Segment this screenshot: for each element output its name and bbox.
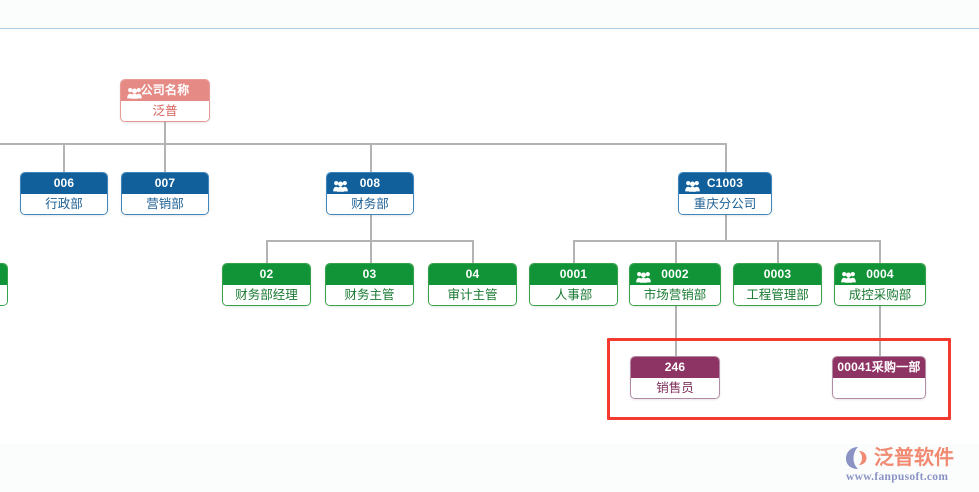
header-divider xyxy=(0,28,979,29)
watermark-brand: 泛普软件 xyxy=(874,447,954,469)
org-node-0003-name: 工程管理部 xyxy=(734,285,821,305)
people-group-icon xyxy=(841,269,856,283)
org-node-0004-name: 成控采购部 xyxy=(835,285,925,305)
org-node-007-name: 营销部 xyxy=(122,194,208,214)
org-node-006-header: 006 xyxy=(21,173,107,194)
org-node-root-header: 公司名称 xyxy=(121,80,209,101)
org-node-0003[interactable]: 0003 工程管理部 xyxy=(733,263,822,306)
org-node-C1003[interactable]: C1003 重庆分公司 xyxy=(678,172,772,215)
org-node-00041[interactable]: 00041采购一部 xyxy=(832,356,926,399)
org-node-03-header: 03 xyxy=(326,264,413,285)
org-node-246-code: 246 xyxy=(664,360,686,374)
org-node-root-name: 泛普 xyxy=(121,101,209,121)
org-node-00041-name xyxy=(833,378,925,398)
org-node-C1003-header: C1003 xyxy=(679,173,771,194)
org-node-0002-header: 0002 xyxy=(630,264,720,285)
org-node-03[interactable]: 03 财务主管 xyxy=(325,263,414,306)
org-node-00041-code: 00041采购一部 xyxy=(837,360,921,374)
org-node-246-name: 销售员 xyxy=(631,378,719,398)
org-node-006[interactable]: 006 行政部 xyxy=(20,172,108,215)
org-node-008-header: 008 xyxy=(327,173,413,194)
people-group-icon xyxy=(685,178,700,192)
top-band xyxy=(0,0,979,28)
connector-root-stem xyxy=(164,121,166,143)
people-group-icon xyxy=(127,85,142,99)
org-node-0002-code: 0002 xyxy=(661,267,689,281)
org-node-0001[interactable]: 0001 人事部 xyxy=(529,263,618,306)
connector-to-00041 xyxy=(879,305,881,356)
watermark: 泛普软件 www.fanpusoft.com xyxy=(845,441,973,488)
org-node-04-name: 审计主管 xyxy=(429,285,516,305)
org-node-C1003-code: C1003 xyxy=(706,176,744,190)
connector-to-02 xyxy=(266,240,268,263)
org-node-007-code: 007 xyxy=(154,176,176,190)
org-node-007-header: 007 xyxy=(122,173,208,194)
connector-C1003-bus xyxy=(573,240,879,242)
org-node-00041-header: 00041采购一部 xyxy=(833,357,925,378)
connector-to-0001 xyxy=(573,240,575,263)
connector-to-03 xyxy=(370,240,372,263)
connector-to-C1003 xyxy=(725,143,727,172)
fanpu-logo-icon xyxy=(845,446,871,470)
org-node-0002[interactable]: 0002 市场营销部 xyxy=(629,263,721,306)
org-node-0001-name: 人事部 xyxy=(530,285,617,305)
org-node-C1003-name: 重庆分公司 xyxy=(679,194,771,214)
org-node-clipped-left-header xyxy=(0,264,7,285)
org-node-008-code: 008 xyxy=(359,176,381,190)
org-node-0001-header: 0001 xyxy=(530,264,617,285)
org-node-clipped-left-body xyxy=(0,285,7,305)
org-node-02-header: 02 xyxy=(223,264,310,285)
connector-to-007 xyxy=(164,143,166,172)
org-node-0002-name: 市场营销部 xyxy=(630,285,720,305)
connector-to-008 xyxy=(370,143,372,172)
org-node-0003-code: 0003 xyxy=(763,267,792,281)
org-node-02-code: 02 xyxy=(259,267,274,281)
connector-008-stem xyxy=(370,214,372,240)
connector-to-246 xyxy=(675,305,677,356)
watermark-brand-row: 泛普软件 xyxy=(845,446,954,470)
connector-to-0004 xyxy=(879,240,881,263)
org-node-root[interactable]: 公司名称 泛普 xyxy=(120,79,210,122)
org-node-0001-code: 0001 xyxy=(559,267,588,281)
org-chart-canvas[interactable]: 公司名称 泛普 006 行政部 007 营销部 xyxy=(0,29,979,444)
org-node-root-code: 公司名称 xyxy=(140,83,190,97)
bottom-band xyxy=(0,444,979,492)
connector-C1003-stem xyxy=(725,214,727,240)
people-group-icon xyxy=(333,178,348,192)
selection-rectangle[interactable] xyxy=(607,338,951,420)
org-node-0004-code: 0004 xyxy=(866,267,894,281)
org-node-008[interactable]: 008 财务部 xyxy=(326,172,414,215)
org-node-0004[interactable]: 0004 成控采购部 xyxy=(834,263,926,306)
org-node-04[interactable]: 04 审计主管 xyxy=(428,263,517,306)
org-node-246-header: 246 xyxy=(631,357,719,378)
org-node-0003-header: 0003 xyxy=(734,264,821,285)
connector-to-006 xyxy=(63,143,65,172)
org-node-02-name: 财务部经理 xyxy=(223,285,310,305)
connector-to-0003 xyxy=(777,240,779,263)
org-node-04-code: 04 xyxy=(465,267,480,281)
org-node-03-name: 财务主管 xyxy=(326,285,413,305)
connector-008-bus xyxy=(266,240,473,242)
org-node-0004-header: 0004 xyxy=(835,264,925,285)
org-node-007[interactable]: 007 营销部 xyxy=(121,172,209,215)
org-node-clipped-left[interactable] xyxy=(0,263,8,306)
org-node-006-name: 行政部 xyxy=(21,194,107,214)
org-node-246[interactable]: 246 销售员 xyxy=(630,356,720,399)
org-node-006-code: 006 xyxy=(53,176,75,190)
org-node-03-code: 03 xyxy=(362,267,377,281)
connector-row1-bus xyxy=(0,143,726,145)
org-node-04-header: 04 xyxy=(429,264,516,285)
watermark-url: www.fanpusoft.com xyxy=(846,471,949,483)
people-group-icon xyxy=(636,269,651,283)
org-node-008-name: 财务部 xyxy=(327,194,413,214)
connector-to-0002 xyxy=(675,240,677,263)
org-node-02[interactable]: 02 财务部经理 xyxy=(222,263,311,306)
connector-to-04 xyxy=(472,240,474,263)
